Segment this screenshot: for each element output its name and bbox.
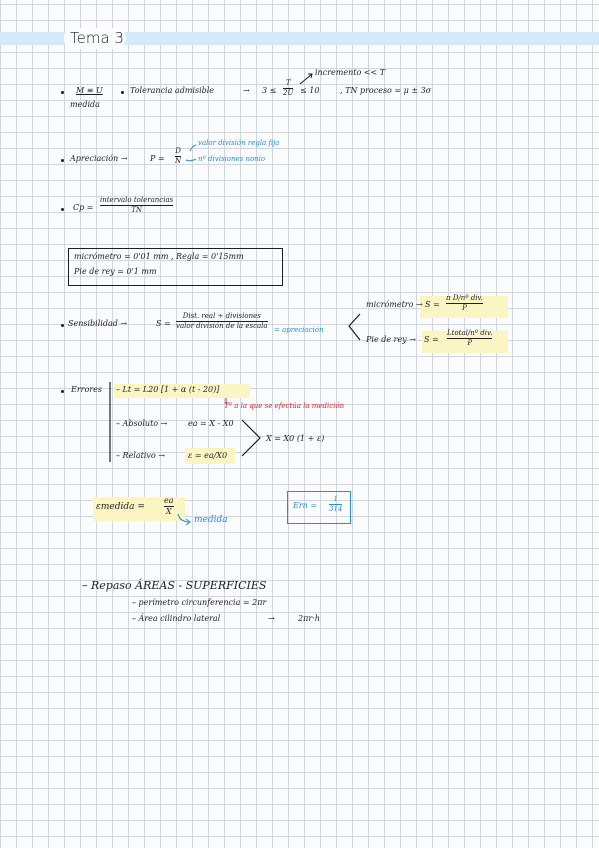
- tolerance-frac-den: 2U: [283, 89, 294, 98]
- tolerancia-label: Tolerancia admisible: [130, 86, 215, 95]
- tolerancia-arrow: →: [243, 86, 250, 95]
- ern-frac-num: 1: [333, 495, 338, 503]
- pie-fraction: Ltotal/nº div. P: [447, 329, 493, 348]
- sensibilidad-label: Sensibilidad →: [68, 319, 128, 328]
- bullet-2: [61, 159, 64, 162]
- medida-note: medida: [194, 515, 228, 525]
- medida-label: medida: [70, 100, 100, 109]
- page-title: Tema 3: [70, 29, 124, 47]
- cp-fraction: intervalo tolerancias TN: [100, 196, 174, 215]
- sensibilidad-fraction: Dist. real ÷ divisiones valor división d…: [176, 312, 268, 331]
- repaso-item-perimetro: – perímetro circunferencia = 2πr: [132, 598, 267, 607]
- incremento-note: incremento << T: [315, 68, 386, 77]
- emedida-frac-num: ea: [164, 496, 174, 505]
- m-equals-u: M ≡ U: [76, 86, 103, 95]
- cp-frac-num: intervalo tolerancias: [100, 196, 174, 204]
- apreciacion-frac-num: D: [175, 147, 181, 155]
- x-formula: X = X0 (1 + ε): [266, 434, 325, 443]
- apreciacion-frac-den: N: [175, 157, 182, 166]
- bullet-1b: [121, 91, 124, 94]
- sens-frac-den: valor división de la escala: [176, 322, 268, 331]
- title-background: [64, 28, 126, 49]
- p-equals: P =: [150, 154, 165, 163]
- absoluto-label: – Absoluto →: [116, 419, 168, 428]
- errores-label: Errores: [71, 385, 102, 394]
- highlight-erel-formula: [185, 448, 235, 464]
- pie-s-equals: S =: [424, 335, 439, 344]
- sens-frac-num: Dist. real ÷ divisiones: [182, 312, 261, 320]
- tolerance-frac-num: T: [285, 79, 291, 87]
- resolution-box: [68, 248, 283, 286]
- ern-fraction: 1 314: [329, 495, 343, 514]
- cp-label: Cp =: [73, 203, 94, 212]
- tolerance-fraction: T 2U: [283, 79, 294, 98]
- repaso-item-area: – Área cilindro lateral: [132, 614, 221, 623]
- pie-frac-num: Ltotal/nº div.: [447, 329, 493, 337]
- micro-s-equals: S =: [425, 300, 440, 309]
- cp-frac-den: TN: [131, 206, 142, 215]
- relativo-label: – Relativo →: [116, 451, 165, 460]
- title-highlight-band: [0, 32, 599, 45]
- note-valor-division: valor división regla fija: [198, 139, 280, 147]
- micro-fraction: π D/nº div. P: [446, 294, 483, 313]
- bullet-1: [61, 91, 64, 94]
- micro-frac-den: P: [462, 304, 467, 313]
- s-equals: S =: [156, 319, 171, 328]
- ea-formula: ea = X - X0: [188, 419, 234, 428]
- highlight-emedida: [93, 497, 185, 521]
- repaso-heading: – Repaso ÁREAS - SUPERFICIES: [82, 579, 267, 592]
- ineq-right: ≤ 10: [300, 86, 320, 95]
- bullet-3: [61, 208, 64, 211]
- box-line-2: Pie de rey = 0'1 mm: [74, 267, 157, 276]
- micrometro-label: micrómetro →: [366, 300, 423, 309]
- ineq-left: 3 ≤: [262, 86, 277, 95]
- apreciacion-fraction: D N: [175, 147, 182, 166]
- emedida-label: εmedida =: [96, 502, 145, 512]
- tn-proceso: , TN proceso = μ ± 3σ: [340, 86, 432, 95]
- note-divisiones-nonio: nº divisiones nonio: [198, 155, 266, 163]
- ern-box: [287, 491, 351, 524]
- bullet-5: [61, 390, 64, 393]
- highlight-pie-rey-formula: [422, 331, 508, 353]
- lt-formula: – Lt = L20 [1 + α (t - 20)]: [116, 385, 220, 394]
- emedida-fraction: ea X: [164, 496, 174, 517]
- highlight-micrometro-formula: [420, 296, 508, 318]
- ern-label: Ern =: [293, 501, 318, 510]
- pie-rey-label: Pie de rey →: [366, 335, 416, 344]
- highlight-lt-formula: [114, 384, 250, 398]
- ern-frac-den: 314: [329, 505, 343, 514]
- emedida-frac-den: X: [165, 507, 172, 517]
- apreciacion-note: = apreciación: [274, 326, 324, 334]
- temperature-note: Tª a la que se efectúa la medición: [224, 402, 345, 410]
- repaso-item-area-value: 2πr·h: [298, 614, 320, 623]
- bullet-4: [61, 324, 64, 327]
- apreciacion-label: Apreciación →: [70, 154, 128, 163]
- pie-frac-den: P: [467, 339, 473, 348]
- box-line-1: micrómetro = 0'01 mm , Regla = 0'15mm: [74, 252, 244, 261]
- repaso-item-area-arrow: →: [268, 614, 275, 623]
- erel-formula: ε = ea/X0: [188, 451, 228, 460]
- micro-frac-num: π D/nº div.: [446, 294, 483, 302]
